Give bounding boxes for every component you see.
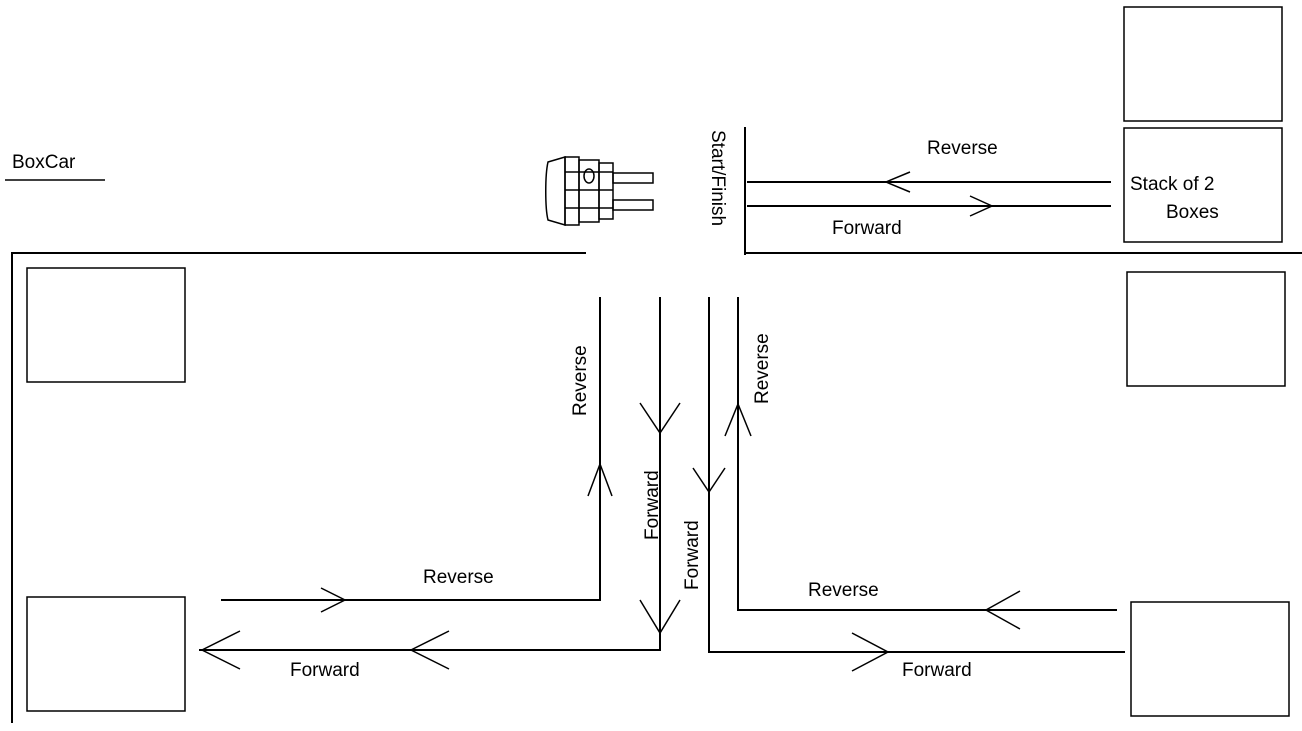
box-left-top xyxy=(26,267,186,383)
box-right-bottom xyxy=(1130,601,1290,717)
box-stack-of-two xyxy=(1123,127,1283,243)
arrow-down-icon xyxy=(639,599,681,635)
arrow-up-icon xyxy=(587,461,613,497)
diagram-title: BoxCar xyxy=(12,152,76,173)
path-left-reverse xyxy=(221,297,601,601)
path-left-forward xyxy=(199,297,661,651)
stack-label: Stack of 2 xyxy=(1130,174,1215,195)
label-right-vertical-forward: Forward xyxy=(682,520,703,590)
label-left-reverse: Reverse xyxy=(423,567,494,588)
arrow-right-icon xyxy=(969,195,994,217)
label-right-vertical-reverse: Reverse xyxy=(752,333,773,404)
arrow-left-icon xyxy=(884,171,911,193)
label-right-forward: Forward xyxy=(902,660,972,681)
arrow-down-icon xyxy=(692,467,726,494)
label-right-reverse: Reverse xyxy=(808,580,879,601)
arrow-right-icon xyxy=(851,632,890,672)
arrow-down-icon xyxy=(639,402,681,435)
robot-car-icon xyxy=(545,155,654,227)
left-boundary-wall xyxy=(11,252,586,723)
arrow-up-icon xyxy=(724,402,752,437)
box-right-middle xyxy=(1126,271,1286,387)
arrow-left-icon xyxy=(984,590,1021,630)
label-left-vertical-reverse: Reverse xyxy=(570,345,591,416)
arrow-left-icon xyxy=(200,630,241,670)
box-top-stack-upper xyxy=(1123,6,1283,122)
start-finish-label: Start/Finish xyxy=(707,130,728,226)
path-right-reverse xyxy=(737,297,1117,611)
label-left-vertical-forward: Forward xyxy=(642,470,663,540)
label-left-forward: Forward xyxy=(290,660,360,681)
label-top-forward: Forward xyxy=(832,218,902,239)
stack-label-line2: Boxes xyxy=(1166,202,1219,223)
arrow-left-icon xyxy=(409,630,450,670)
box-left-bottom xyxy=(26,596,186,712)
arrow-right-icon xyxy=(320,587,347,613)
label-top-reverse: Reverse xyxy=(927,138,998,159)
path-right-forward xyxy=(708,297,1125,653)
